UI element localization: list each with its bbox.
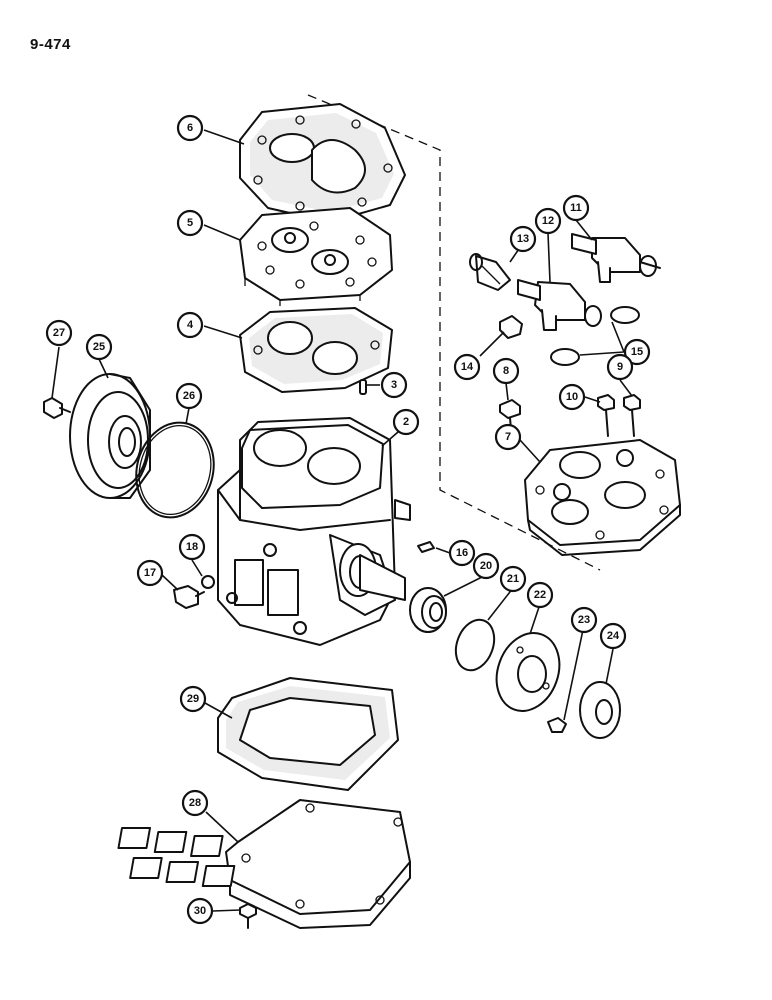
svg-text:30: 30 — [194, 905, 206, 917]
part-10-bolt — [597, 394, 615, 437]
callout-30: 30 — [186, 897, 214, 925]
callout-2: 2 — [392, 408, 420, 436]
page-number: 9-474 — [30, 36, 71, 53]
callout-9: 9 — [606, 353, 634, 381]
svg-text:20: 20 — [480, 560, 492, 572]
svg-text:14: 14 — [461, 361, 474, 373]
svg-text:7: 7 — [505, 431, 511, 443]
dashed-boundary-line — [307, 94, 601, 571]
callout-22: 22 — [526, 581, 554, 609]
callout-3: 3 — [380, 371, 408, 399]
callout-5: 5 — [176, 209, 204, 237]
part-4-head-gasket — [239, 307, 393, 393]
svg-text:24: 24 — [607, 630, 620, 642]
part-27-screw — [43, 397, 71, 419]
callout-17: 17 — [136, 559, 164, 587]
callout-13: 13 — [509, 225, 537, 253]
part-5-valve-plate — [239, 207, 393, 306]
svg-text:13: 13 — [517, 233, 529, 245]
callout-26: 26 — [175, 382, 203, 410]
part-21-o-ring — [454, 618, 496, 672]
svg-text:9: 9 — [617, 361, 623, 373]
callout-12: 12 — [534, 207, 562, 235]
callout-23: 23 — [570, 606, 598, 634]
callout-8: 8 — [492, 357, 520, 385]
svg-text:18: 18 — [186, 541, 198, 553]
callout-18: 18 — [178, 533, 206, 561]
callout-28: 28 — [181, 789, 209, 817]
part-16-key — [417, 541, 435, 553]
callout-6: 6 — [176, 114, 204, 142]
svg-text:4: 4 — [187, 319, 194, 331]
svg-text:12: 12 — [542, 215, 554, 227]
svg-text:2: 2 — [403, 416, 409, 428]
part-24-washer — [579, 681, 621, 739]
svg-text:27: 27 — [53, 327, 65, 339]
part-17-plug — [173, 585, 205, 609]
part-12-service-fitting — [517, 279, 602, 331]
part-20-shaft-seal — [409, 587, 447, 633]
svg-text:26: 26 — [183, 390, 195, 402]
part-14-cap — [499, 315, 523, 339]
callout-11: 11 — [562, 194, 590, 222]
svg-text:5: 5 — [187, 217, 193, 229]
part-9-bolt — [623, 394, 641, 437]
part-23-screw — [547, 717, 567, 733]
part-6-gasket — [239, 103, 406, 223]
callout-24: 24 — [599, 622, 627, 650]
part-7-cylinder-head — [524, 439, 681, 556]
part-18-small-o-ring — [201, 575, 215, 589]
svg-text:16: 16 — [456, 547, 468, 559]
part-25-front-housing — [69, 373, 151, 499]
part-29-oil-pan-gasket — [217, 677, 399, 791]
part-3-dowel-pin — [359, 379, 367, 395]
svg-text:6: 6 — [187, 122, 193, 134]
callout-4: 4 — [176, 311, 204, 339]
part-13-adapter — [469, 253, 511, 291]
svg-text:8: 8 — [503, 365, 509, 377]
svg-text:28: 28 — [189, 797, 201, 809]
svg-text:3: 3 — [391, 379, 397, 391]
callout-15: 15 — [623, 338, 651, 366]
callout-27: 27 — [45, 319, 73, 347]
part-26-o-ring — [135, 421, 215, 519]
part-28-oil-pan — [117, 799, 411, 929]
svg-text:10: 10 — [566, 391, 578, 403]
svg-text:25: 25 — [93, 341, 105, 353]
part-2-compressor-body — [217, 417, 411, 646]
part-30-screw — [239, 903, 257, 929]
svg-text:17: 17 — [144, 567, 156, 579]
leader-lines — [51, 129, 633, 912]
svg-text:21: 21 — [507, 573, 519, 585]
callout-29: 29 — [179, 685, 207, 713]
svg-text:15: 15 — [631, 346, 643, 358]
callout-10: 10 — [558, 383, 586, 411]
callout-7: 7 — [494, 423, 522, 451]
callout-21: 21 — [499, 565, 527, 593]
callout-25: 25 — [85, 333, 113, 361]
svg-text:29: 29 — [187, 693, 199, 705]
part-11-service-fitting — [571, 233, 661, 283]
svg-text:23: 23 — [578, 614, 590, 626]
callout-16: 16 — [448, 539, 476, 567]
part-15-o-rings — [550, 306, 640, 366]
callout-14: 14 — [453, 353, 481, 381]
svg-text:22: 22 — [534, 589, 546, 601]
callout-20: 20 — [472, 552, 500, 580]
svg-text:11: 11 — [570, 202, 582, 214]
part-22-seal-cover — [495, 632, 561, 712]
